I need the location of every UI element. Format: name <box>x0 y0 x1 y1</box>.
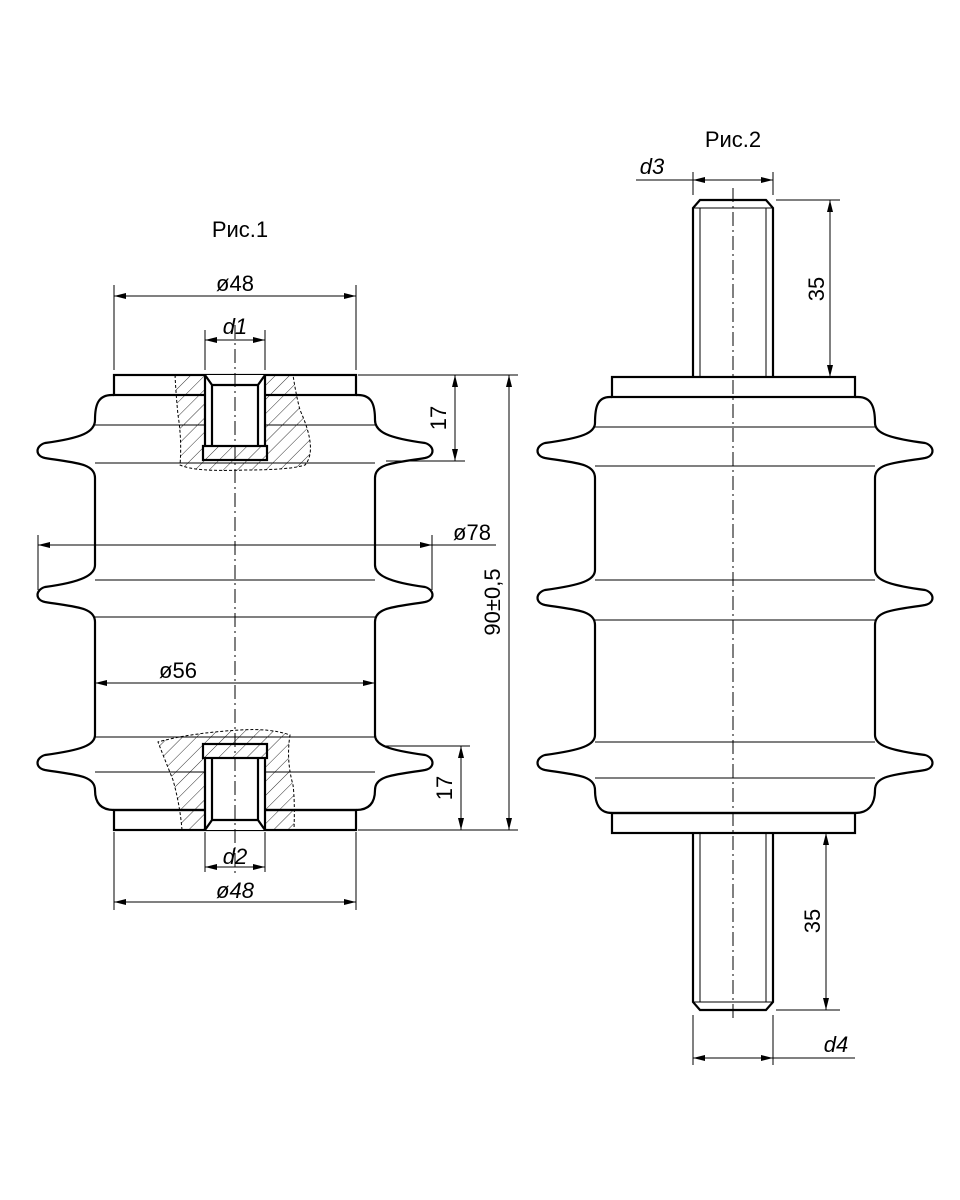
fig1-d2-label: d2 <box>223 844 247 869</box>
fig2-dim-stud-bottom: 35 <box>776 833 840 1011</box>
fig1-top-break-line <box>174 374 311 471</box>
fig2-insulator-body <box>536 395 934 815</box>
fig1-dim-outer-diameter: ø78 <box>37 520 496 590</box>
fig2-stud-top-length-label: 35 <box>804 277 829 301</box>
figure-2-label: Рис.2 <box>705 127 761 152</box>
fig2-dim-d3: d3 <box>636 154 774 195</box>
fig1-dim-depth-bottom: 17 <box>358 745 470 831</box>
fig1-dim-depth-top: 17 <box>358 374 465 462</box>
fig1-depth-bottom-label: 17 <box>432 776 457 800</box>
fig1-body-diameter-label: ø56 <box>159 658 197 683</box>
fig2-dim-stud-top: 35 <box>776 199 840 377</box>
figure-1-label: Рис.1 <box>212 217 268 242</box>
fig2-d4-label: d4 <box>824 1032 848 1057</box>
figure-2: Рис.2 d3 <box>536 127 934 1065</box>
fig1-dim-top-diameter: ø48 <box>113 271 357 370</box>
fig1-bottom-break-line <box>157 729 295 831</box>
fig1-height-label: 90±0,5 <box>480 568 505 635</box>
fig1-dim-bottom: d2 ø48 <box>113 832 357 910</box>
fig1-outer-diameter-label: ø78 <box>453 520 491 545</box>
figure-1: Рис.1 ø48 <box>36 217 518 910</box>
fig1-top-diameter-label: ø48 <box>216 271 254 296</box>
fig2-d3-label: d3 <box>640 154 665 179</box>
fig2-top-end-plate <box>610 375 857 399</box>
fig1-depth-top-label: 17 <box>426 406 451 430</box>
fig1-dim-height: 90±0,5 <box>465 374 518 831</box>
fig1-dim-d1: d1 <box>204 314 266 370</box>
fig1-bottom-diameter-label: ø48 <box>216 878 255 903</box>
fig2-stud-bottom-length-label: 35 <box>800 909 825 933</box>
fig1-d1-label: d1 <box>223 314 247 339</box>
fig1-dim-body-diameter: ø56 <box>95 658 375 686</box>
fig2-dim-d4: d4 <box>692 1015 855 1065</box>
fig1-top-insert <box>203 374 267 447</box>
fig1-bottom-insert <box>203 758 267 831</box>
